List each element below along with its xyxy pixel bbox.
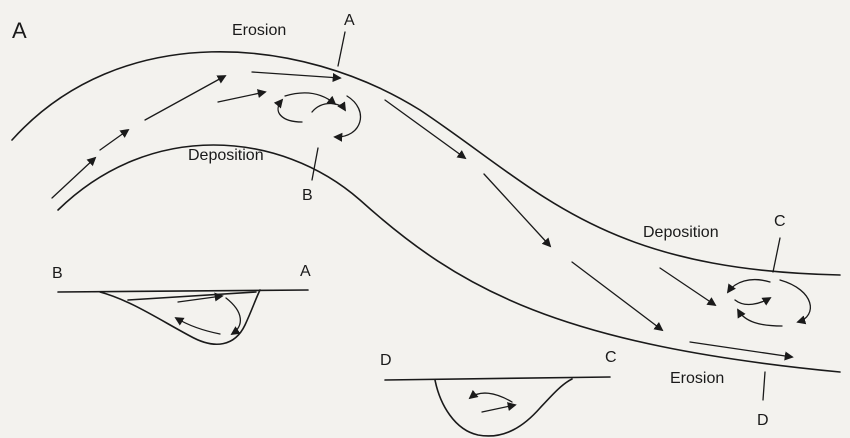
cross-section-ba-water	[127, 291, 257, 301]
leader-a	[337, 31, 346, 67]
inner-bank-line	[57, 144, 841, 373]
cross-section-ba-channel	[99, 289, 261, 345]
second-outer-bank-label: Erosion	[670, 370, 725, 387]
second-inner-bank-marker: C	[774, 213, 786, 230]
second-outer-bank-marker: D	[757, 412, 769, 429]
inner-bank-label: Deposition	[188, 147, 264, 164]
eddy-arrow	[737, 308, 783, 327]
flow-arrow	[483, 173, 552, 248]
eddy-arrow	[333, 95, 362, 142]
section-ba-left-label: B	[52, 265, 63, 282]
eddy-arrow	[726, 278, 771, 294]
section-dc-right-label: C	[605, 349, 617, 366]
outer-bank-line	[11, 51, 841, 276]
flow-arrow	[251, 71, 342, 83]
section-arrow	[177, 292, 224, 303]
outer-bank-marker: A	[344, 12, 355, 29]
flow-arrow	[51, 156, 97, 199]
flow-arrow	[217, 89, 267, 103]
second-inner-bank-label: Deposition	[643, 224, 719, 241]
leader-d	[762, 371, 766, 401]
section-arrow	[174, 317, 221, 335]
leader-c	[772, 237, 781, 273]
flow-arrow	[144, 75, 227, 121]
section-ba-right-label: A	[300, 263, 311, 280]
eddy-arrow	[311, 101, 346, 113]
section-arrow	[481, 402, 517, 413]
eddy-arrow	[284, 92, 337, 106]
flow-arrow	[99, 128, 130, 151]
eddy-arrow	[273, 98, 303, 123]
section-arrow	[225, 297, 241, 336]
leader-b	[311, 147, 319, 181]
flow-arrow	[689, 341, 794, 361]
inner-bank-marker: B	[302, 187, 313, 204]
section-arrow	[468, 389, 513, 403]
outer-bank-label: Erosion	[232, 22, 287, 39]
flow-arrow	[571, 261, 664, 332]
cross-section-ba-surface	[57, 289, 309, 293]
section-dc-left-label: D	[380, 352, 392, 369]
flow-arrow	[659, 267, 717, 307]
eddy-arrow	[779, 279, 812, 325]
cross-section-dc-channel	[434, 378, 573, 437]
cross-section-dc-surface	[384, 376, 611, 381]
panel-label: A	[12, 18, 27, 43]
eddy-arrow	[734, 297, 772, 306]
flow-arrow	[384, 99, 467, 160]
